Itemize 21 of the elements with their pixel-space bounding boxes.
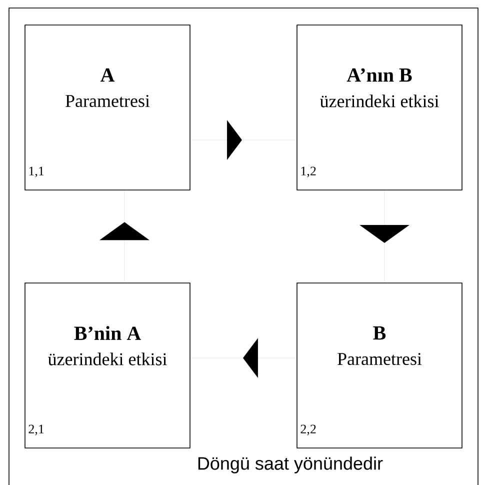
arrow xyxy=(190,120,297,160)
body-text: üzerindeki etkisi xyxy=(320,94,439,108)
heading: B xyxy=(373,326,386,340)
heading: B’nin A xyxy=(74,326,141,340)
arrow xyxy=(360,190,410,283)
arrow xyxy=(190,338,297,378)
caption: Döngü saat yönündedir xyxy=(198,456,383,474)
heading: A xyxy=(100,68,115,82)
heading: A’nın B xyxy=(346,68,412,82)
body-text: üzerindeki etkisi xyxy=(48,352,167,366)
body-text: Parametresi xyxy=(338,352,422,366)
body-text: Parametresi xyxy=(66,94,150,108)
cell-number: 1,2 xyxy=(301,166,316,178)
arrow xyxy=(100,190,150,283)
grid-box xyxy=(296,282,462,448)
cell-number: 2,1 xyxy=(28,424,44,436)
grid-box xyxy=(24,24,190,190)
grid-box xyxy=(24,282,190,448)
cell-number: 1,1 xyxy=(29,166,44,178)
grid-box xyxy=(296,24,462,190)
cell-number: 2,2 xyxy=(300,424,316,436)
